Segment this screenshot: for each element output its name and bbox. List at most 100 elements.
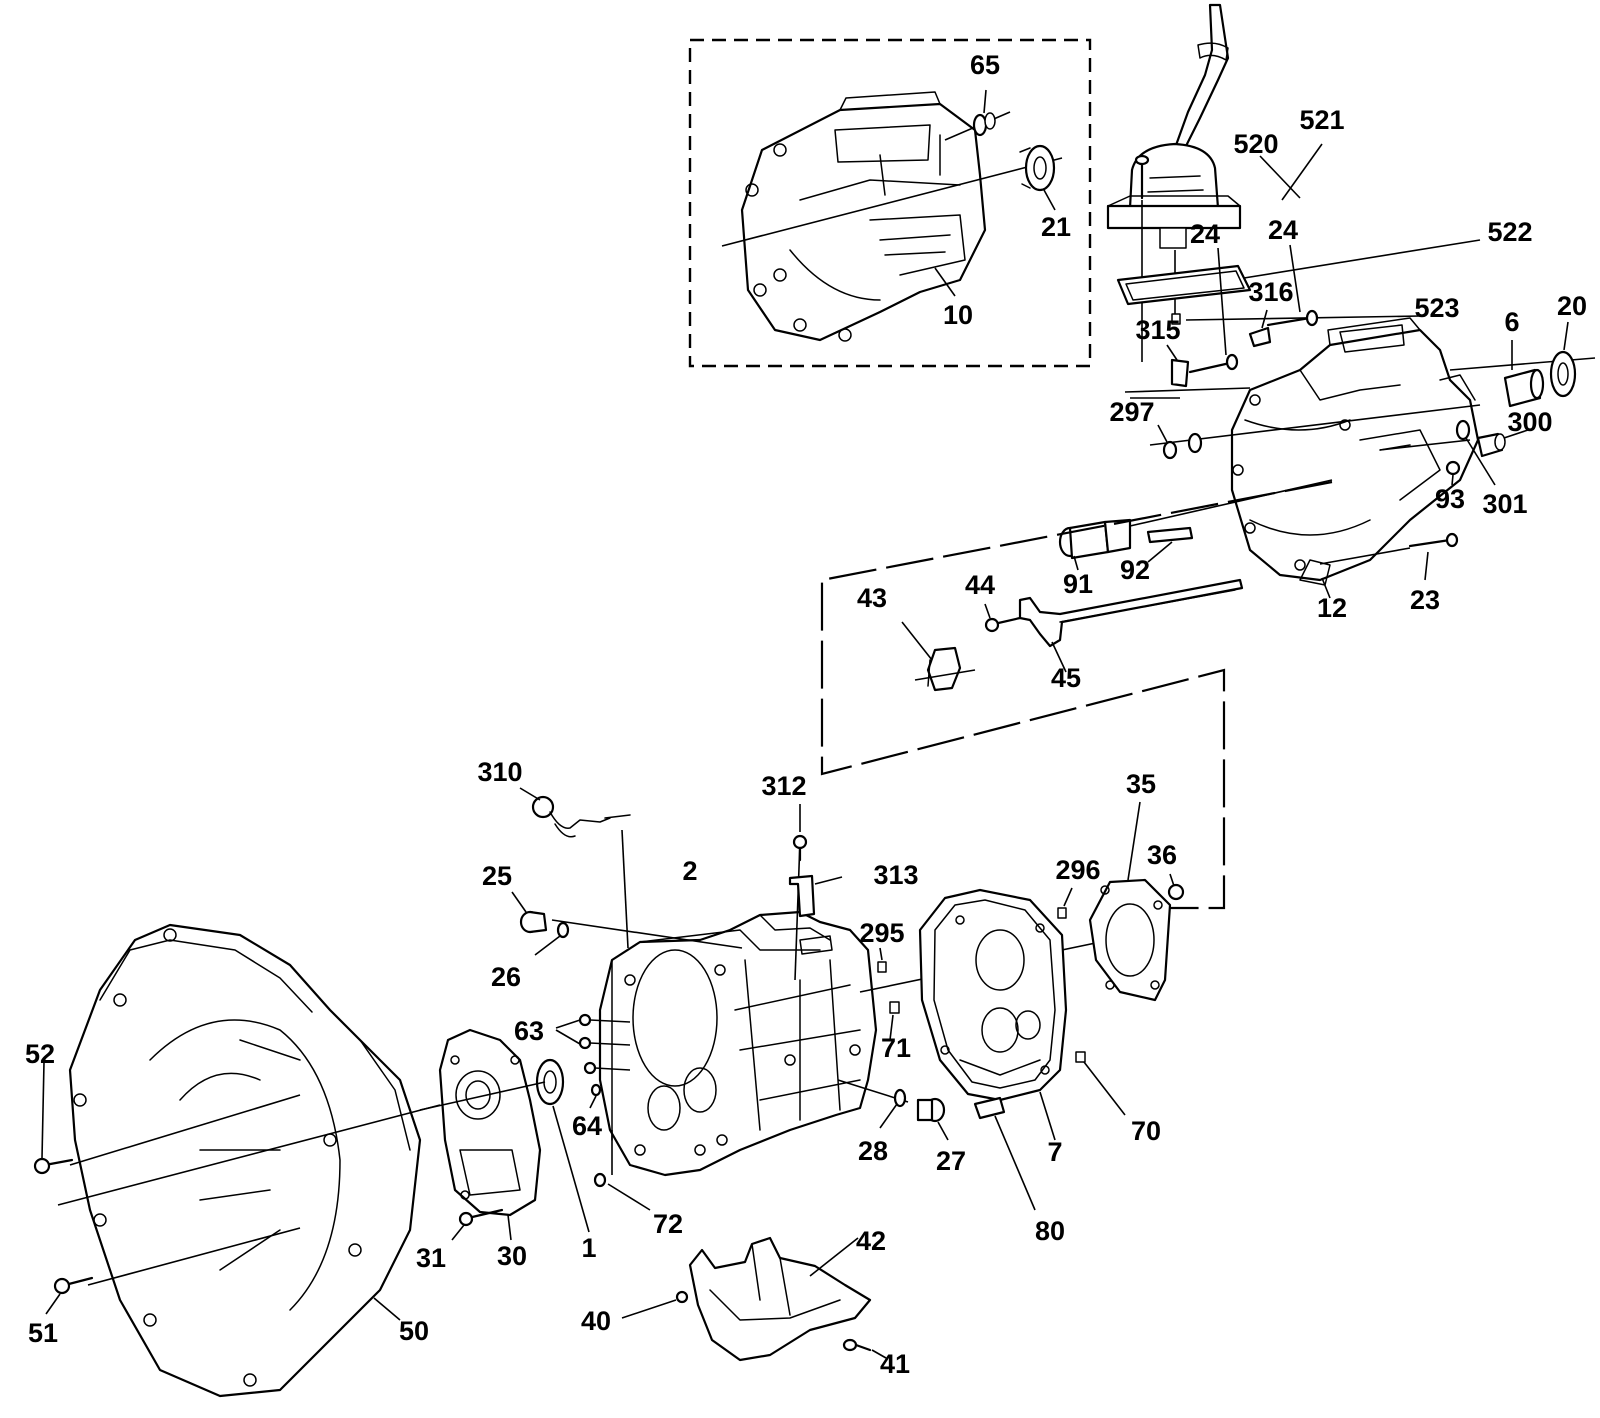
inset-dashed-frame <box>688 38 1092 368</box>
part-10-alternate-extension-housing <box>740 91 987 342</box>
part-521-bolt <box>1134 154 1150 200</box>
callout-label-c50: 50 <box>399 1316 429 1346</box>
callout-label-c520: 520 <box>1233 129 1278 159</box>
callout-label-c315: 315 <box>1135 315 1180 345</box>
callout-label-c51: 51 <box>28 1318 58 1348</box>
leader-41 <box>871 1349 887 1359</box>
callout-label-c21: 21 <box>1041 212 1071 242</box>
leader-80 <box>994 1115 1036 1211</box>
part-27-plug <box>916 1097 946 1123</box>
callout-label-c25: 25 <box>482 861 512 891</box>
part-43-bushing <box>914 646 976 692</box>
callout-label-c24a: 24 <box>1190 219 1220 249</box>
part-92-pin <box>1146 526 1194 544</box>
leader-25 <box>511 891 527 913</box>
leader-297 <box>1157 424 1168 443</box>
part-28-washer <box>893 1088 907 1108</box>
axis-input <box>419 1081 546 1111</box>
part-35-gasket <box>1088 878 1172 1002</box>
part-93-bolt <box>1445 460 1461 476</box>
leader-35 <box>1127 801 1141 881</box>
callout-label-c28: 28 <box>858 1136 888 1166</box>
part-91-detent <box>1058 518 1132 560</box>
part-45-shift-rail <box>1018 578 1244 648</box>
leader-52 <box>41 1061 45 1159</box>
callout-label-c297: 297 <box>1109 397 1154 427</box>
callout-label-c313: 313 <box>873 860 918 890</box>
part-26-washer <box>556 921 570 939</box>
leader-301 <box>1465 437 1496 486</box>
part-36-nut <box>1167 883 1185 901</box>
leader-316 <box>1261 309 1268 329</box>
part-41-bolt <box>842 1338 872 1352</box>
part-70-dowel <box>1075 1051 1086 1063</box>
part-313-bracket <box>788 874 816 918</box>
leader-71 <box>889 1014 894 1041</box>
leader-296 <box>1063 887 1073 907</box>
part-295-pin <box>877 961 887 973</box>
callout-label-c91: 91 <box>1063 569 1093 599</box>
axis-26-case <box>551 919 743 949</box>
callout-label-c300: 300 <box>1507 407 1552 437</box>
callout-label-c35: 35 <box>1126 769 1156 799</box>
callout-label-c295: 295 <box>859 918 904 948</box>
part-315-clip <box>1170 358 1190 388</box>
leader-28 <box>879 1103 898 1129</box>
leader-93 <box>1451 474 1454 486</box>
part-51-bolt <box>53 1276 94 1295</box>
part-7-adapter-plate <box>918 888 1068 1102</box>
part-24-bolt-right <box>1266 309 1319 327</box>
leader-92 <box>1147 541 1173 563</box>
part-44-bolt <box>984 616 1022 633</box>
callout-label-c312: 312 <box>761 771 806 801</box>
part-72-plug <box>593 1172 607 1188</box>
leader-310 <box>519 787 541 801</box>
part-64-pin <box>590 1083 602 1097</box>
callout-label-c316: 316 <box>1248 277 1293 307</box>
part-40-bolt <box>675 1290 689 1304</box>
leader-523 <box>1185 315 1421 321</box>
part-30-bearing-retainer <box>438 1028 542 1217</box>
callout-label-c10: 10 <box>943 300 973 330</box>
part-300-switch <box>1476 432 1506 458</box>
callout-label-c24b: 24 <box>1268 215 1298 245</box>
part-316-bracket <box>1248 326 1272 348</box>
callout-label-c310: 310 <box>477 757 522 787</box>
leader-23 <box>1424 551 1429 581</box>
part-65-plug <box>972 112 996 137</box>
leader-27 <box>937 1121 949 1141</box>
leader-51 <box>45 1293 61 1315</box>
callout-label-c522: 522 <box>1487 217 1532 247</box>
leader-43 <box>901 621 933 661</box>
leader-522 <box>1243 239 1481 279</box>
part-297-plug-set <box>1162 432 1203 460</box>
callout-label-c301: 301 <box>1482 489 1527 519</box>
leader-521 <box>1281 143 1323 201</box>
assembly-connector-dashline <box>820 480 1333 910</box>
callout-label-c93: 93 <box>1435 484 1465 514</box>
leader-36 <box>1169 873 1175 887</box>
axis-52 <box>69 1094 301 1166</box>
leader-50 <box>373 1297 401 1321</box>
axis-312 <box>794 839 801 981</box>
leader-7 <box>1039 1091 1056 1141</box>
part-31-bolt <box>458 1208 504 1227</box>
part-12-extension-housing <box>1230 317 1480 586</box>
leader-44 <box>984 603 991 619</box>
axis-main-upper <box>1149 404 1481 446</box>
leader-30 <box>507 1214 512 1241</box>
axis-23 <box>1319 547 1411 565</box>
leader-10 <box>934 267 956 297</box>
callout-label-c20: 20 <box>1557 291 1587 321</box>
callout-label-c65: 65 <box>970 50 1000 80</box>
leader-40 <box>621 1299 677 1319</box>
leader-1 <box>552 1105 590 1233</box>
leader-70 <box>1083 1061 1126 1116</box>
leader-20 <box>1563 321 1569 351</box>
part-301-washer <box>1455 419 1471 441</box>
callout-label-c44: 44 <box>965 570 995 600</box>
callout-label-c30: 30 <box>497 1241 527 1271</box>
callout-label-c27: 27 <box>936 1146 966 1176</box>
leader-45 <box>1051 641 1067 673</box>
